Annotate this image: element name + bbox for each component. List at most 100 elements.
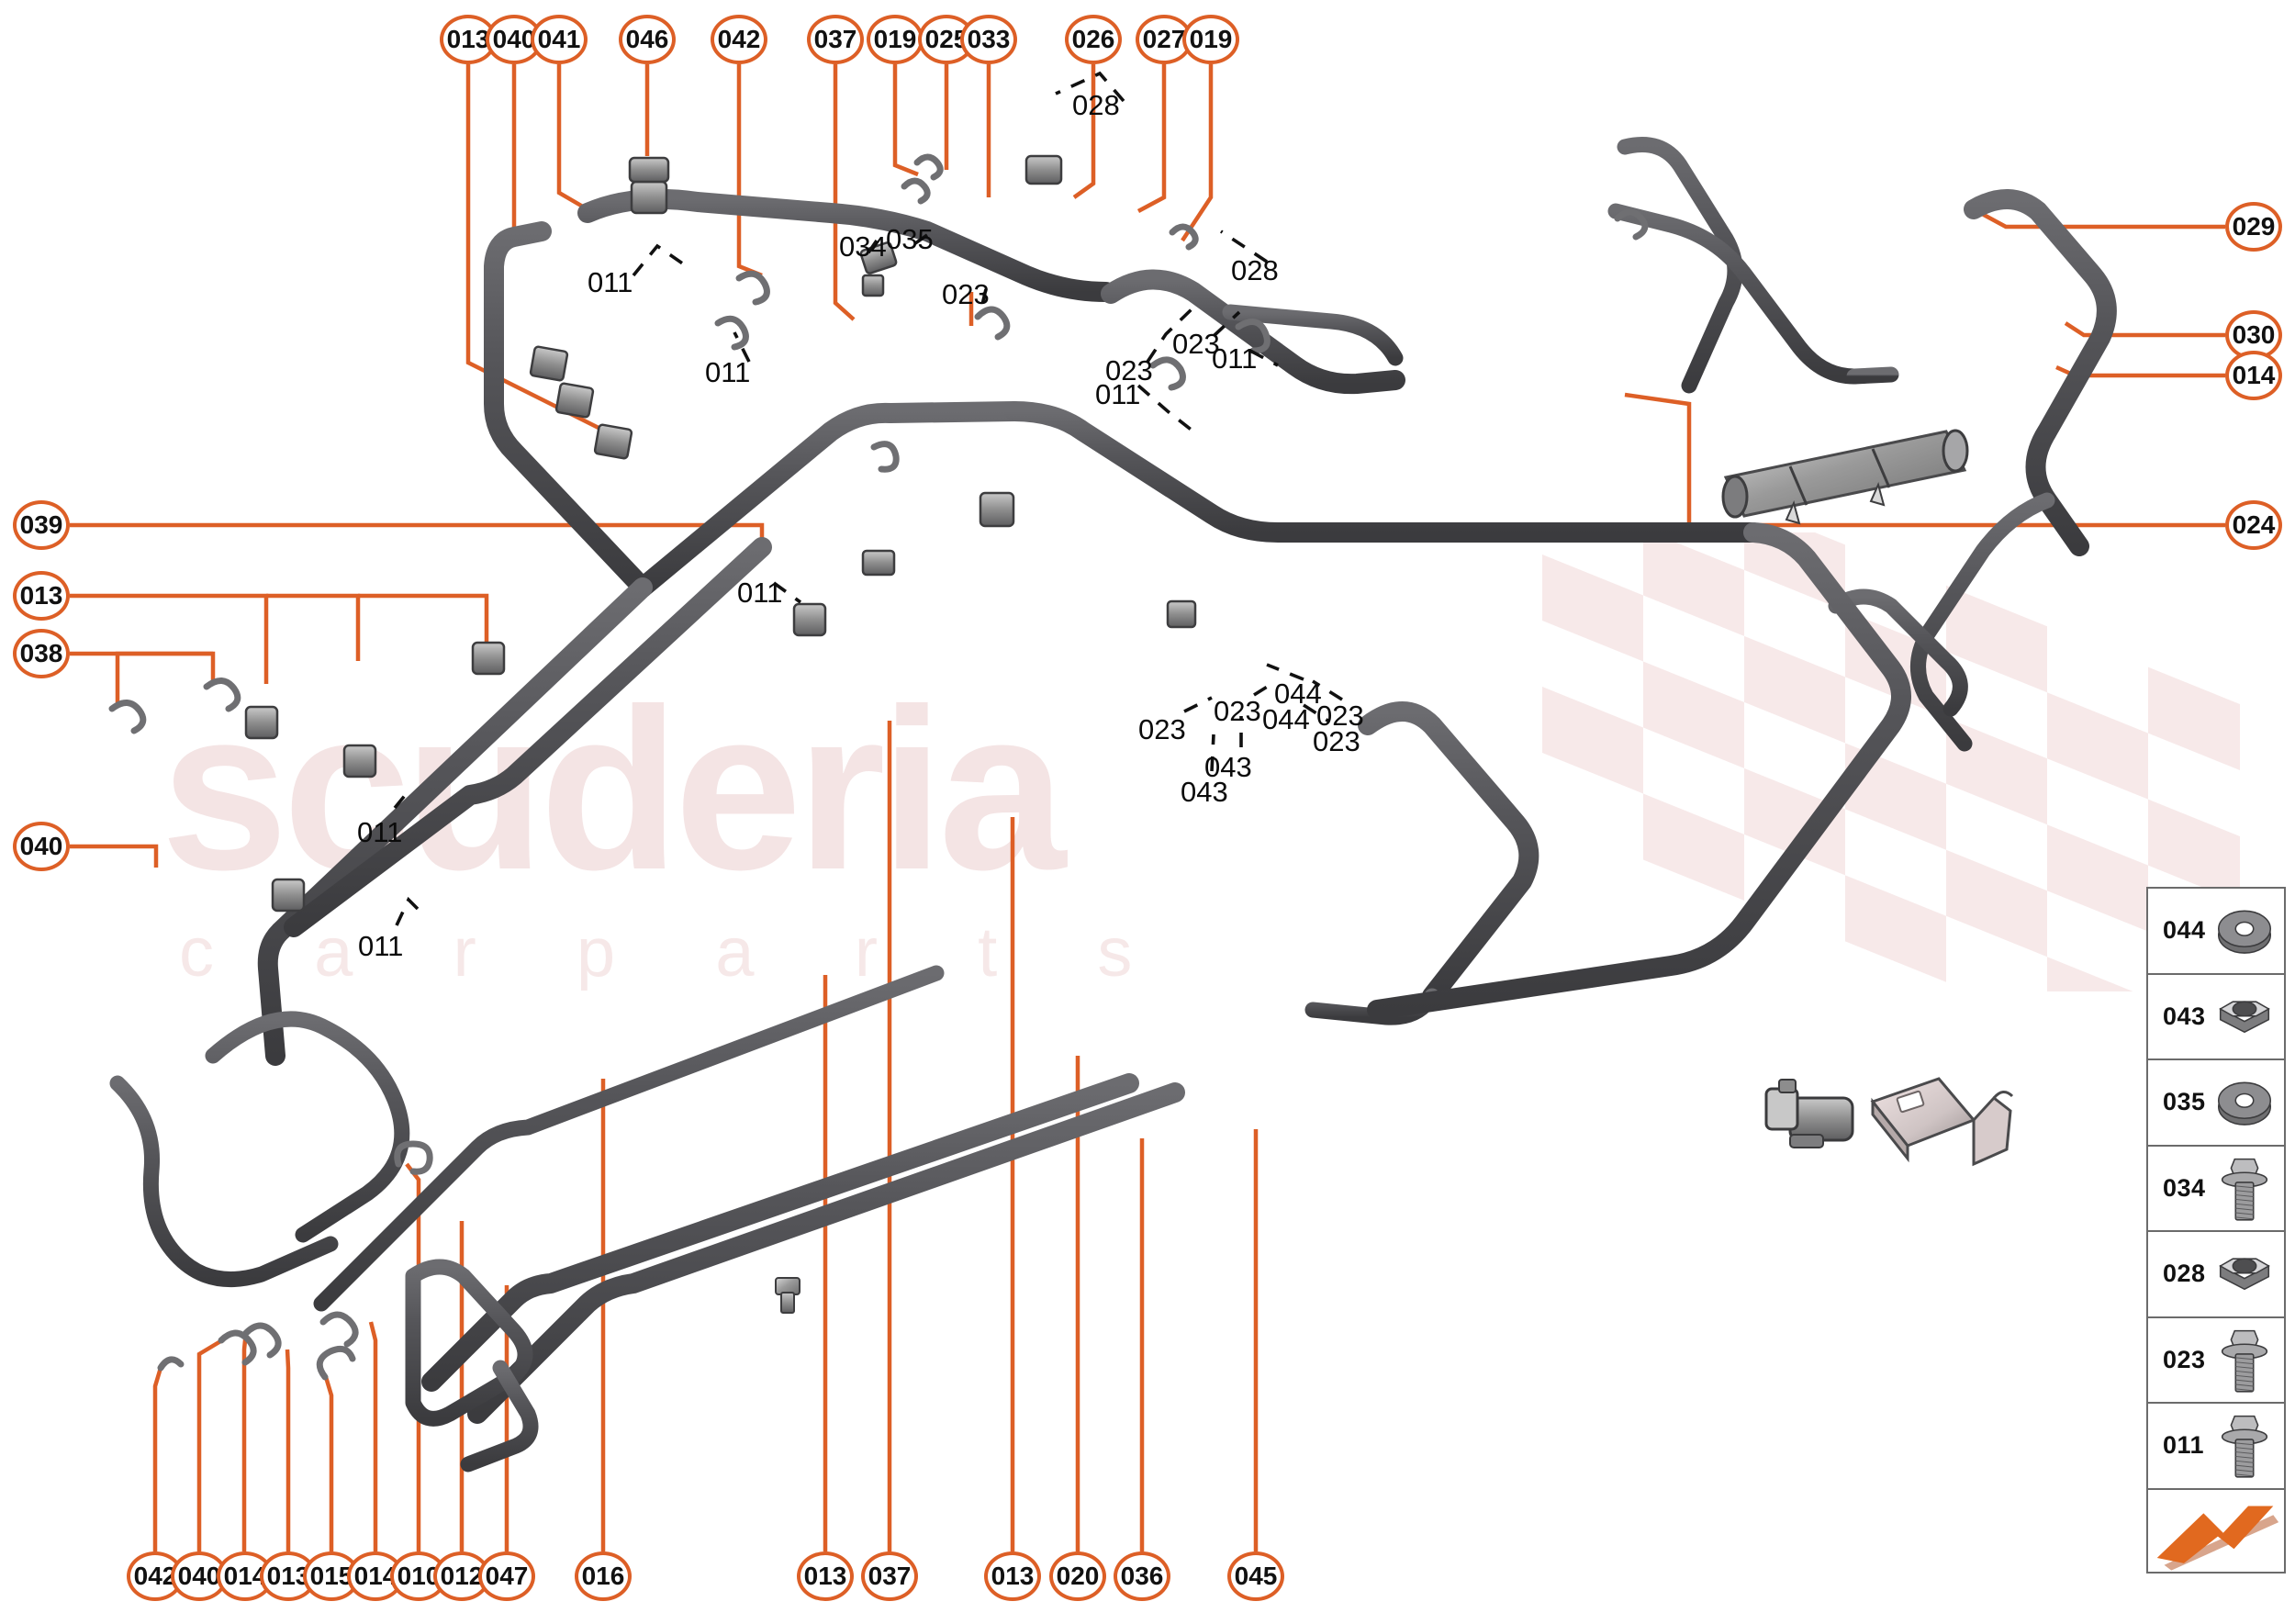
legend-part-code: 011 bbox=[2163, 1431, 2205, 1460]
legend-row[interactable]: 035 bbox=[2148, 1060, 2284, 1147]
callout-code: 040 bbox=[177, 1562, 221, 1590]
callout-code: 010 bbox=[397, 1562, 441, 1590]
callout-code: 013 bbox=[803, 1562, 847, 1590]
inline-part-label-011: 011 bbox=[737, 577, 783, 609]
callout-bubble-029[interactable]: 029 bbox=[2225, 202, 2282, 252]
callout-bubble-033[interactable]: 033 bbox=[960, 15, 1017, 64]
callout-code: 046 bbox=[625, 25, 669, 53]
legend-row[interactable]: 011 bbox=[2148, 1404, 2284, 1490]
inline-part-label-043: 043 bbox=[1181, 776, 1228, 808]
callout-code: 013 bbox=[19, 581, 63, 610]
inline-part-label-023: 023 bbox=[1214, 695, 1261, 727]
inline-part-label-011: 011 bbox=[1212, 342, 1258, 375]
callout-bubble-013[interactable]: 013 bbox=[13, 571, 70, 621]
callout-code: 030 bbox=[2232, 320, 2276, 349]
legend-row[interactable]: 028 bbox=[2148, 1232, 2284, 1318]
callout-bubble-014[interactable]: 014 bbox=[2225, 351, 2282, 400]
callout-bubble-038[interactable]: 038 bbox=[13, 629, 70, 678]
callout-code: 041 bbox=[537, 25, 581, 53]
inline-part-label-028: 028 bbox=[1231, 254, 1279, 286]
inline-part-label-011: 011 bbox=[357, 816, 403, 848]
callout-bubble-013[interactable]: 013 bbox=[984, 1551, 1041, 1601]
callout-bubble-014[interactable]: 014 bbox=[217, 1551, 274, 1601]
callout-bubble-026[interactable]: 026 bbox=[1065, 15, 1122, 64]
legend-row[interactable] bbox=[2148, 1490, 2284, 1576]
callout-bubble-013[interactable]: 013 bbox=[797, 1551, 854, 1601]
inline-part-label-011: 011 bbox=[1095, 378, 1141, 410]
callout-bubble-019[interactable]: 019 bbox=[1182, 15, 1239, 64]
inline-part-label-034: 034 bbox=[839, 230, 887, 263]
callout-bubble-010[interactable]: 010 bbox=[390, 1551, 447, 1601]
hex-flange-bolt-icon bbox=[2221, 1415, 2268, 1478]
callout-bubble-012[interactable]: 012 bbox=[433, 1551, 490, 1601]
legend-part-code: 044 bbox=[2163, 916, 2206, 945]
inline-part-label-028: 028 bbox=[1072, 89, 1120, 121]
legend-row[interactable]: 034 bbox=[2148, 1147, 2284, 1232]
callout-code: 020 bbox=[1056, 1562, 1100, 1590]
callout-code: 014 bbox=[353, 1562, 397, 1590]
inline-part-label-023: 023 bbox=[942, 278, 990, 310]
callout-code: 024 bbox=[2232, 510, 2276, 539]
callout-code: 045 bbox=[1234, 1562, 1278, 1590]
callout-bubble-024[interactable]: 024 bbox=[2225, 500, 2282, 550]
inline-part-label-011: 011 bbox=[705, 356, 751, 388]
flange-nut-icon bbox=[2219, 1000, 2270, 1033]
callout-code: 033 bbox=[967, 25, 1011, 53]
legend-part-code: 028 bbox=[2163, 1260, 2206, 1288]
inline-part-label-023: 023 bbox=[1316, 700, 1364, 732]
hex-flange-bolt-icon bbox=[2221, 1329, 2268, 1393]
callout-bubble-046[interactable]: 046 bbox=[619, 15, 676, 64]
callout-code: 042 bbox=[133, 1562, 177, 1590]
callout-bubble-047[interactable]: 047 bbox=[478, 1551, 535, 1601]
callout-code: 037 bbox=[868, 1562, 912, 1590]
flange-nut-icon bbox=[2219, 1258, 2270, 1291]
callout-code: 040 bbox=[19, 832, 63, 860]
hardware-legend-table: 044 043 035 034 028 023 011 bbox=[2146, 887, 2286, 1574]
callout-bubble-019[interactable]: 019 bbox=[867, 15, 924, 64]
callout-bubble-041[interactable]: 041 bbox=[531, 15, 588, 64]
inline-part-label-044: 044 bbox=[1262, 703, 1310, 735]
callout-bubble-020[interactable]: 020 bbox=[1049, 1551, 1106, 1601]
inline-part-label-035: 035 bbox=[886, 223, 934, 255]
inline-part-label-011: 011 bbox=[588, 266, 633, 298]
callout-code: 019 bbox=[1189, 25, 1233, 53]
washer-flat-icon bbox=[2217, 910, 2272, 954]
brand-arrow-logo-icon bbox=[2156, 1506, 2279, 1571]
callout-code: 019 bbox=[873, 25, 917, 53]
callout-code: 014 bbox=[223, 1562, 267, 1590]
inline-part-label-023: 023 bbox=[1172, 328, 1220, 360]
callout-code: 013 bbox=[446, 25, 490, 53]
washer-flat-icon bbox=[2217, 1081, 2272, 1126]
legend-part-code: 034 bbox=[2163, 1173, 2206, 1202]
callout-code: 012 bbox=[440, 1562, 484, 1590]
callout-code: 013 bbox=[266, 1562, 310, 1590]
callout-bubble-040[interactable]: 040 bbox=[171, 1551, 228, 1601]
callout-bubble-045[interactable]: 045 bbox=[1227, 1551, 1284, 1601]
legend-part-code: 035 bbox=[2163, 1088, 2206, 1116]
callout-code: 040 bbox=[492, 25, 536, 53]
legend-row[interactable]: 044 bbox=[2148, 889, 2284, 975]
callout-code: 038 bbox=[19, 639, 63, 667]
callout-bubble-037[interactable]: 037 bbox=[861, 1551, 918, 1601]
callout-code: 036 bbox=[1120, 1562, 1164, 1590]
callout-code: 013 bbox=[991, 1562, 1035, 1590]
callout-bubble-016[interactable]: 016 bbox=[575, 1551, 632, 1601]
hex-flange-bolt-icon bbox=[2221, 1158, 2268, 1221]
inline-part-label-011: 011 bbox=[358, 930, 404, 962]
callout-code: 042 bbox=[717, 25, 761, 53]
callout-bubble-039[interactable]: 039 bbox=[13, 500, 70, 550]
callout-code: 039 bbox=[19, 510, 63, 539]
callout-bubble-042[interactable]: 042 bbox=[711, 15, 767, 64]
callout-bubble-037[interactable]: 037 bbox=[807, 15, 864, 64]
callout-code: 047 bbox=[485, 1562, 529, 1590]
callout-code: 027 bbox=[1142, 25, 1186, 53]
callout-bubble-036[interactable]: 036 bbox=[1114, 1551, 1170, 1601]
legend-row[interactable]: 043 bbox=[2148, 975, 2284, 1060]
callout-code: 016 bbox=[581, 1562, 625, 1590]
callout-code: 037 bbox=[813, 25, 857, 53]
callout-bubble-040[interactable]: 040 bbox=[13, 822, 70, 871]
inline-part-label-044: 044 bbox=[1274, 678, 1322, 710]
legend-row[interactable]: 023 bbox=[2148, 1318, 2284, 1404]
